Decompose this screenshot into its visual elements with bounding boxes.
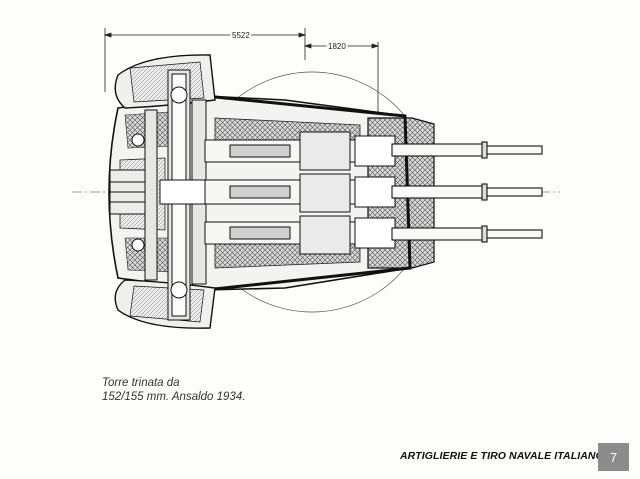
machinery-columns (131, 69, 211, 321)
caption-line-1: Torre trinata da (102, 377, 180, 389)
page-number: 7 (609, 449, 618, 465)
figure-caption: Torre trinata da 152/155 mm. Ansaldo 193… (102, 376, 245, 404)
caption-line-2: 152/155 mm. Ansaldo 1934. (102, 391, 246, 403)
rear-detail (109, 169, 146, 215)
gun-breeches (204, 131, 396, 255)
dimension-partial-label: 1820 (328, 42, 346, 51)
footer-title: ARTIGLIERIE E TIRO NAVALE ITALIANO (400, 450, 604, 462)
gun-barrels (391, 141, 543, 243)
dimension-overall-label: 5522 (232, 31, 250, 40)
page-number-badge: 7 (598, 443, 629, 471)
dimension-lines (103, 28, 380, 118)
